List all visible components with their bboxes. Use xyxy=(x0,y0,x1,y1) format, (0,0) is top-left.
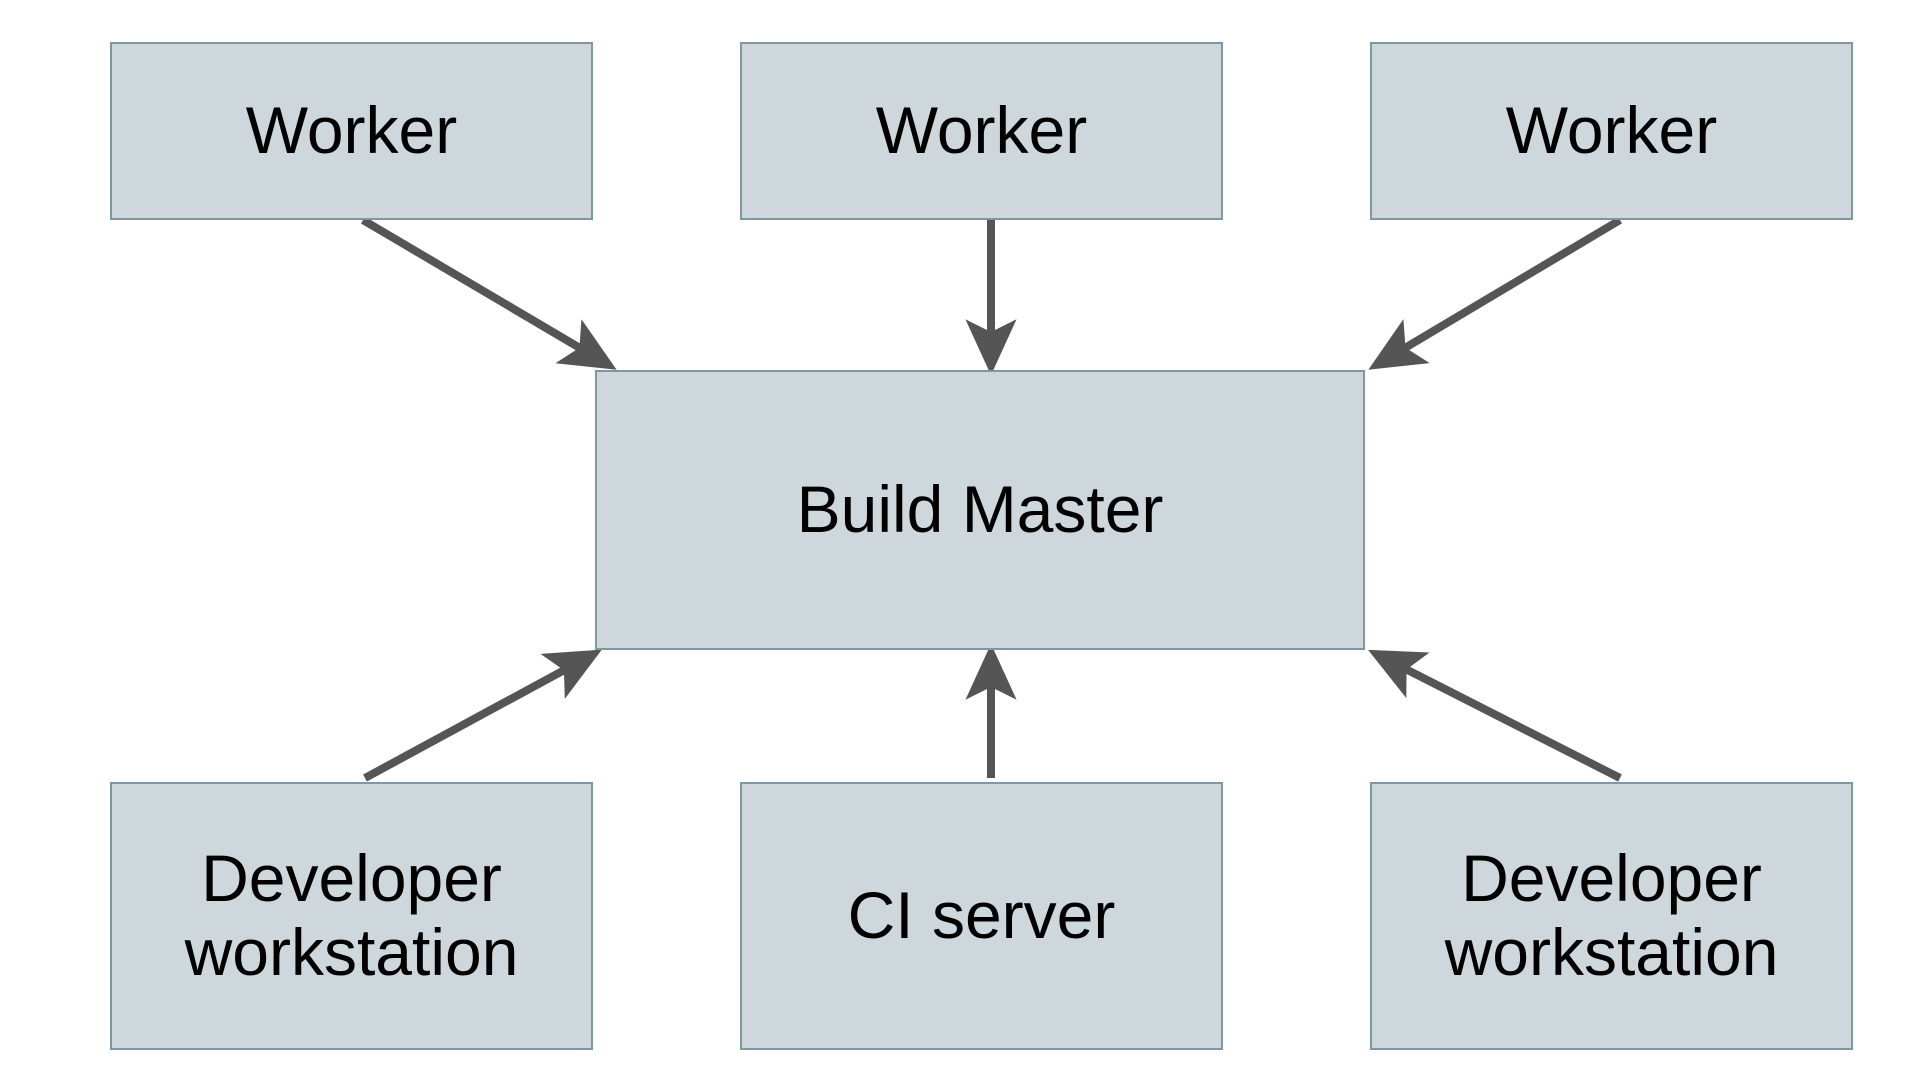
node-label-worker-1: Worker xyxy=(245,93,458,168)
node-label-worker-2: Worker xyxy=(875,93,1088,168)
edge-worker-3-to-build-master xyxy=(1368,216,1623,370)
node-worker-1[interactable]: Worker xyxy=(110,42,593,220)
node-label-developer-workstation-1: Developer workstation xyxy=(184,841,519,989)
edge-developer-workstation-2-to-build-master xyxy=(1368,649,1622,782)
node-label-ci-server: CI server xyxy=(847,878,1116,953)
node-developer-workstation-1[interactable]: Developer workstation xyxy=(110,782,593,1050)
node-label-build-master: Build Master xyxy=(796,472,1164,547)
edge-worker-1-to-build-master xyxy=(360,216,617,370)
node-build-master[interactable]: Build Master xyxy=(595,370,1365,650)
edge-developer-workstation-1-to-build-master xyxy=(363,649,602,782)
node-ci-server[interactable]: CI server xyxy=(740,782,1223,1050)
node-label-developer-workstation-2: Developer workstation xyxy=(1444,841,1779,989)
node-developer-workstation-2[interactable]: Developer workstation xyxy=(1370,782,1853,1050)
node-label-worker-3: Worker xyxy=(1505,93,1718,168)
node-worker-2[interactable]: Worker xyxy=(740,42,1223,220)
node-worker-3[interactable]: Worker xyxy=(1370,42,1853,220)
